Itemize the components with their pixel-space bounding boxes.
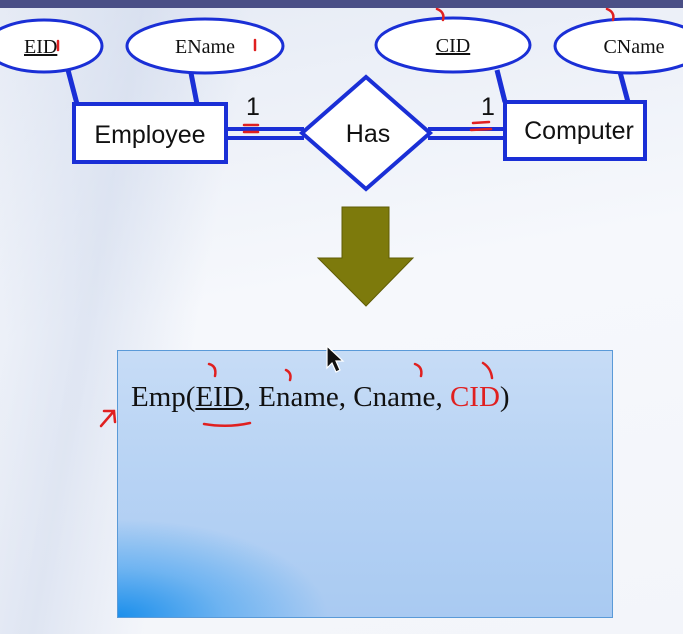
schema-foreign-key: CID	[449, 381, 500, 413]
schema-attribute-cname: Cname	[353, 381, 436, 413]
ename-connector	[188, 72, 200, 105]
cname-connector	[617, 71, 631, 103]
cardinality-right: 1	[481, 93, 495, 121]
entity-computer-label: Computer	[524, 117, 634, 145]
attribute-ename-label: EName	[175, 36, 235, 58]
attribute-cname-label: CName	[603, 36, 664, 58]
attribute-cid-label: CID	[436, 35, 470, 57]
schema-attribute-ename: Ename	[258, 381, 339, 413]
annotation-marks-top	[56, 7, 615, 134]
entity-employee: Employee	[72, 102, 228, 164]
attribute-eid-label: EID	[24, 36, 57, 58]
employee-has-double-line	[226, 127, 304, 140]
relation-schema: Emp(EID, Ename, Cname, CID)	[131, 381, 510, 414]
attribute-ename: EName	[125, 17, 285, 75]
attribute-cid: CID	[374, 16, 532, 74]
entity-employee-label: Employee	[94, 121, 205, 149]
schema-separator-1: ,	[243, 381, 259, 413]
has-computer-double-line	[428, 127, 505, 140]
relationship-has-label: Has	[346, 120, 390, 148]
down-arrow-icon	[316, 206, 415, 307]
schema-separator-3: ,	[435, 381, 450, 413]
attribute-eid: EID	[0, 18, 104, 74]
schema-separator-2: ,	[338, 381, 354, 413]
cid-connector	[494, 69, 508, 103]
schema-primary-key: EID	[195, 381, 244, 413]
window-top-bar	[0, 0, 683, 8]
schema-prefix: Emp(	[131, 381, 196, 413]
attribute-cname: CName	[553, 17, 683, 75]
entity-computer: Computer	[503, 100, 647, 161]
eid-connector	[65, 69, 80, 105]
schema-suffix: )	[499, 381, 510, 413]
relationship-has: Has	[298, 74, 434, 192]
relation-schema-box	[117, 350, 613, 618]
cardinality-left: 1	[246, 93, 260, 121]
